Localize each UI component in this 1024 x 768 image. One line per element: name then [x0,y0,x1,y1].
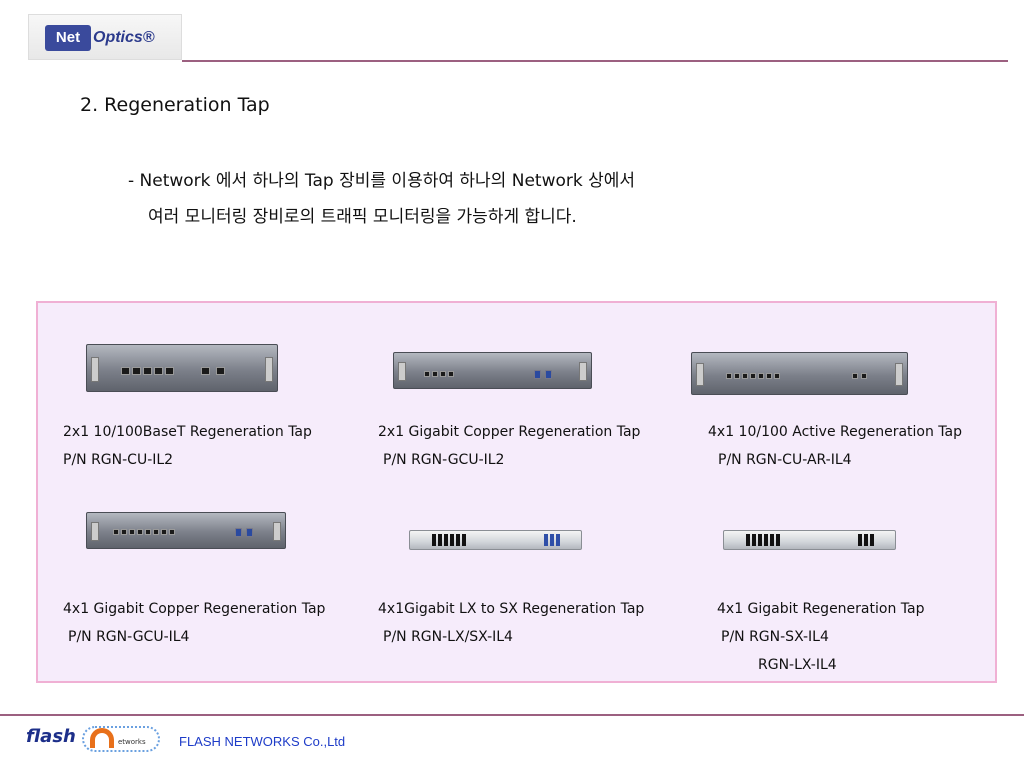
product-name: 4x1Gigabit LX to SX Regeneration Tap [378,601,645,617]
product-part-number: P/N RGN-CU-IL2 [63,452,174,468]
product-part-number: P/N RGN-GCU-IL2 [383,452,505,468]
bottom-divider [0,714,1024,716]
logo-net: Net [45,25,91,51]
product-name: 4x1 Gigabit Copper Regeneration Tap [63,601,326,617]
product-part-number: P/N RGN-SX-IL4 [721,629,829,645]
flash-networks-logo: flash etworks [26,726,160,752]
product-image-rgn-lx-sx-il4 [409,530,582,550]
product-name: 4x1 Gigabit Regeneration Tap [717,601,925,617]
product-image-rgn-cu-il2 [86,344,278,392]
description-line-1: - Network 에서 하나의 Tap 장비를 이용하여 하나의 Networ… [128,171,636,191]
description-line-2: 여러 모니터링 장비로의 트래픽 모니터링을 가능하게 합니다. [148,207,577,227]
product-name: 2x1 10/100BaseT Regeneration Tap [63,424,312,440]
flash-logo-subtext: etworks [118,738,146,746]
product-part-number: P/N RGN-CU-AR-IL4 [718,452,852,468]
product-part-number: P/N RGN-GCU-IL4 [68,629,190,645]
netoptics-logo: Net Optics® [28,14,182,60]
product-image-rgn-cu-ar-il4 [691,352,908,395]
product-image-rgn-sx-lx-il4 [723,530,896,550]
top-divider [182,60,1008,62]
product-name: 4x1 10/100 Active Regeneration Tap [708,424,963,440]
page-title: 2. Regeneration Tap [80,94,270,116]
product-part-number: P/N RGN-LX/SX-IL4 [383,629,513,645]
flash-logo-text: flash [26,726,76,747]
product-part-number-secondary: RGN-LX-IL4 [758,657,837,673]
flash-logo-n-icon [90,728,114,748]
product-name: 2x1 Gigabit Copper Regeneration Tap [378,424,641,440]
product-image-rgn-gcu-il4 [86,512,286,549]
company-name: FLASH NETWORKS Co.,Ltd [179,734,346,749]
logo-optics: Optics® [93,29,155,46]
product-image-rgn-gcu-il2 [393,352,592,389]
